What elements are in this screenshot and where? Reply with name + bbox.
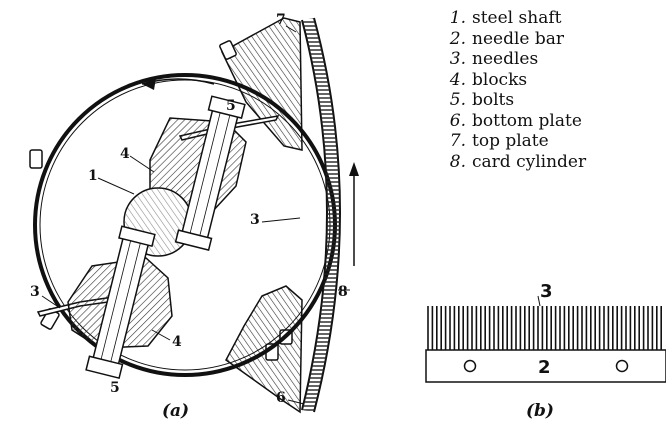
leader-3a — [41, 295, 61, 309]
legend-label: card cylinder — [472, 151, 587, 172]
leader-6 — [287, 399, 305, 405]
legend-number: 1. — [449, 8, 466, 28]
legend-label: top plate — [472, 131, 549, 151]
leader-4a — [129, 155, 155, 173]
legend-label: steel shaft — [472, 8, 562, 28]
leader-1 — [97, 177, 135, 195]
roller-bolt-left — [29, 149, 43, 169]
legend-item: 2. needle bar — [448, 29, 586, 50]
legend-number: 5. — [449, 90, 466, 110]
callout-4a: 4 — [120, 146, 130, 162]
legend-item: 1. steel shaft — [448, 8, 586, 29]
callout-3a: 3 — [30, 284, 40, 300]
legend-item: 3. needles — [448, 49, 586, 70]
needle-row — [427, 306, 663, 350]
legend-item: 4. blocks — [448, 70, 586, 91]
legend-item: 6. bottom plate — [448, 111, 586, 132]
bar-hole-right — [615, 359, 629, 373]
callout-b-2: 2 — [538, 357, 551, 378]
legend-number: 4. — [449, 69, 466, 90]
legend-item: 7. top plate — [448, 131, 586, 152]
legend-number: 6. — [449, 110, 466, 131]
legend-number: 2. — [449, 28, 466, 49]
cylinder-direction-arrowhead — [349, 162, 359, 176]
legend-item: 5. bolts — [448, 90, 586, 111]
card-cylinder-teeth — [302, 18, 340, 412]
callout-8: 8 — [338, 284, 348, 300]
callout-6: 6 — [276, 390, 286, 406]
leader-b-3 — [537, 295, 541, 307]
bolt-upper — [174, 95, 246, 251]
legend-label: needle bar — [472, 28, 564, 49]
legend-number: 3. — [449, 49, 466, 69]
legend-label: bottom plate — [472, 110, 582, 131]
bar-hole-left — [463, 359, 477, 373]
callout-3b: 3 — [250, 212, 260, 228]
panel-a: 1 3 3 4 4 5 5 6 7 8 (a) — [29, 12, 359, 421]
callout-7: 7 — [276, 12, 286, 28]
plate-bolt-top — [219, 40, 237, 60]
bottom-plate — [225, 285, 303, 414]
caption-b: (b) — [526, 401, 554, 421]
callout-1: 1 — [88, 168, 98, 184]
leader-4b — [151, 329, 171, 341]
panel-b: 2 3 (b) — [425, 281, 666, 421]
legend-label: blocks — [472, 69, 528, 90]
legend-number: 8. — [449, 151, 466, 172]
legend-label: bolts — [472, 90, 515, 110]
legend-item: 8. card cylinder — [448, 152, 586, 173]
leader-7 — [285, 25, 297, 33]
leader-3b — [261, 217, 301, 223]
callout-5a: 5 — [226, 98, 236, 114]
callout-5b: 5 — [110, 380, 120, 396]
legend-number: 7. — [449, 131, 466, 151]
bolt-lower — [85, 225, 156, 380]
caption-a: (a) — [162, 401, 189, 421]
callout-4b: 4 — [172, 334, 182, 350]
legend-label: needles — [472, 49, 539, 69]
callout-b-3: 3 — [540, 281, 553, 302]
legend: 1. steel shaft 2. needle bar 3. needles 4. bloc… — [448, 8, 586, 172]
rotation-arrowhead — [142, 78, 156, 90]
